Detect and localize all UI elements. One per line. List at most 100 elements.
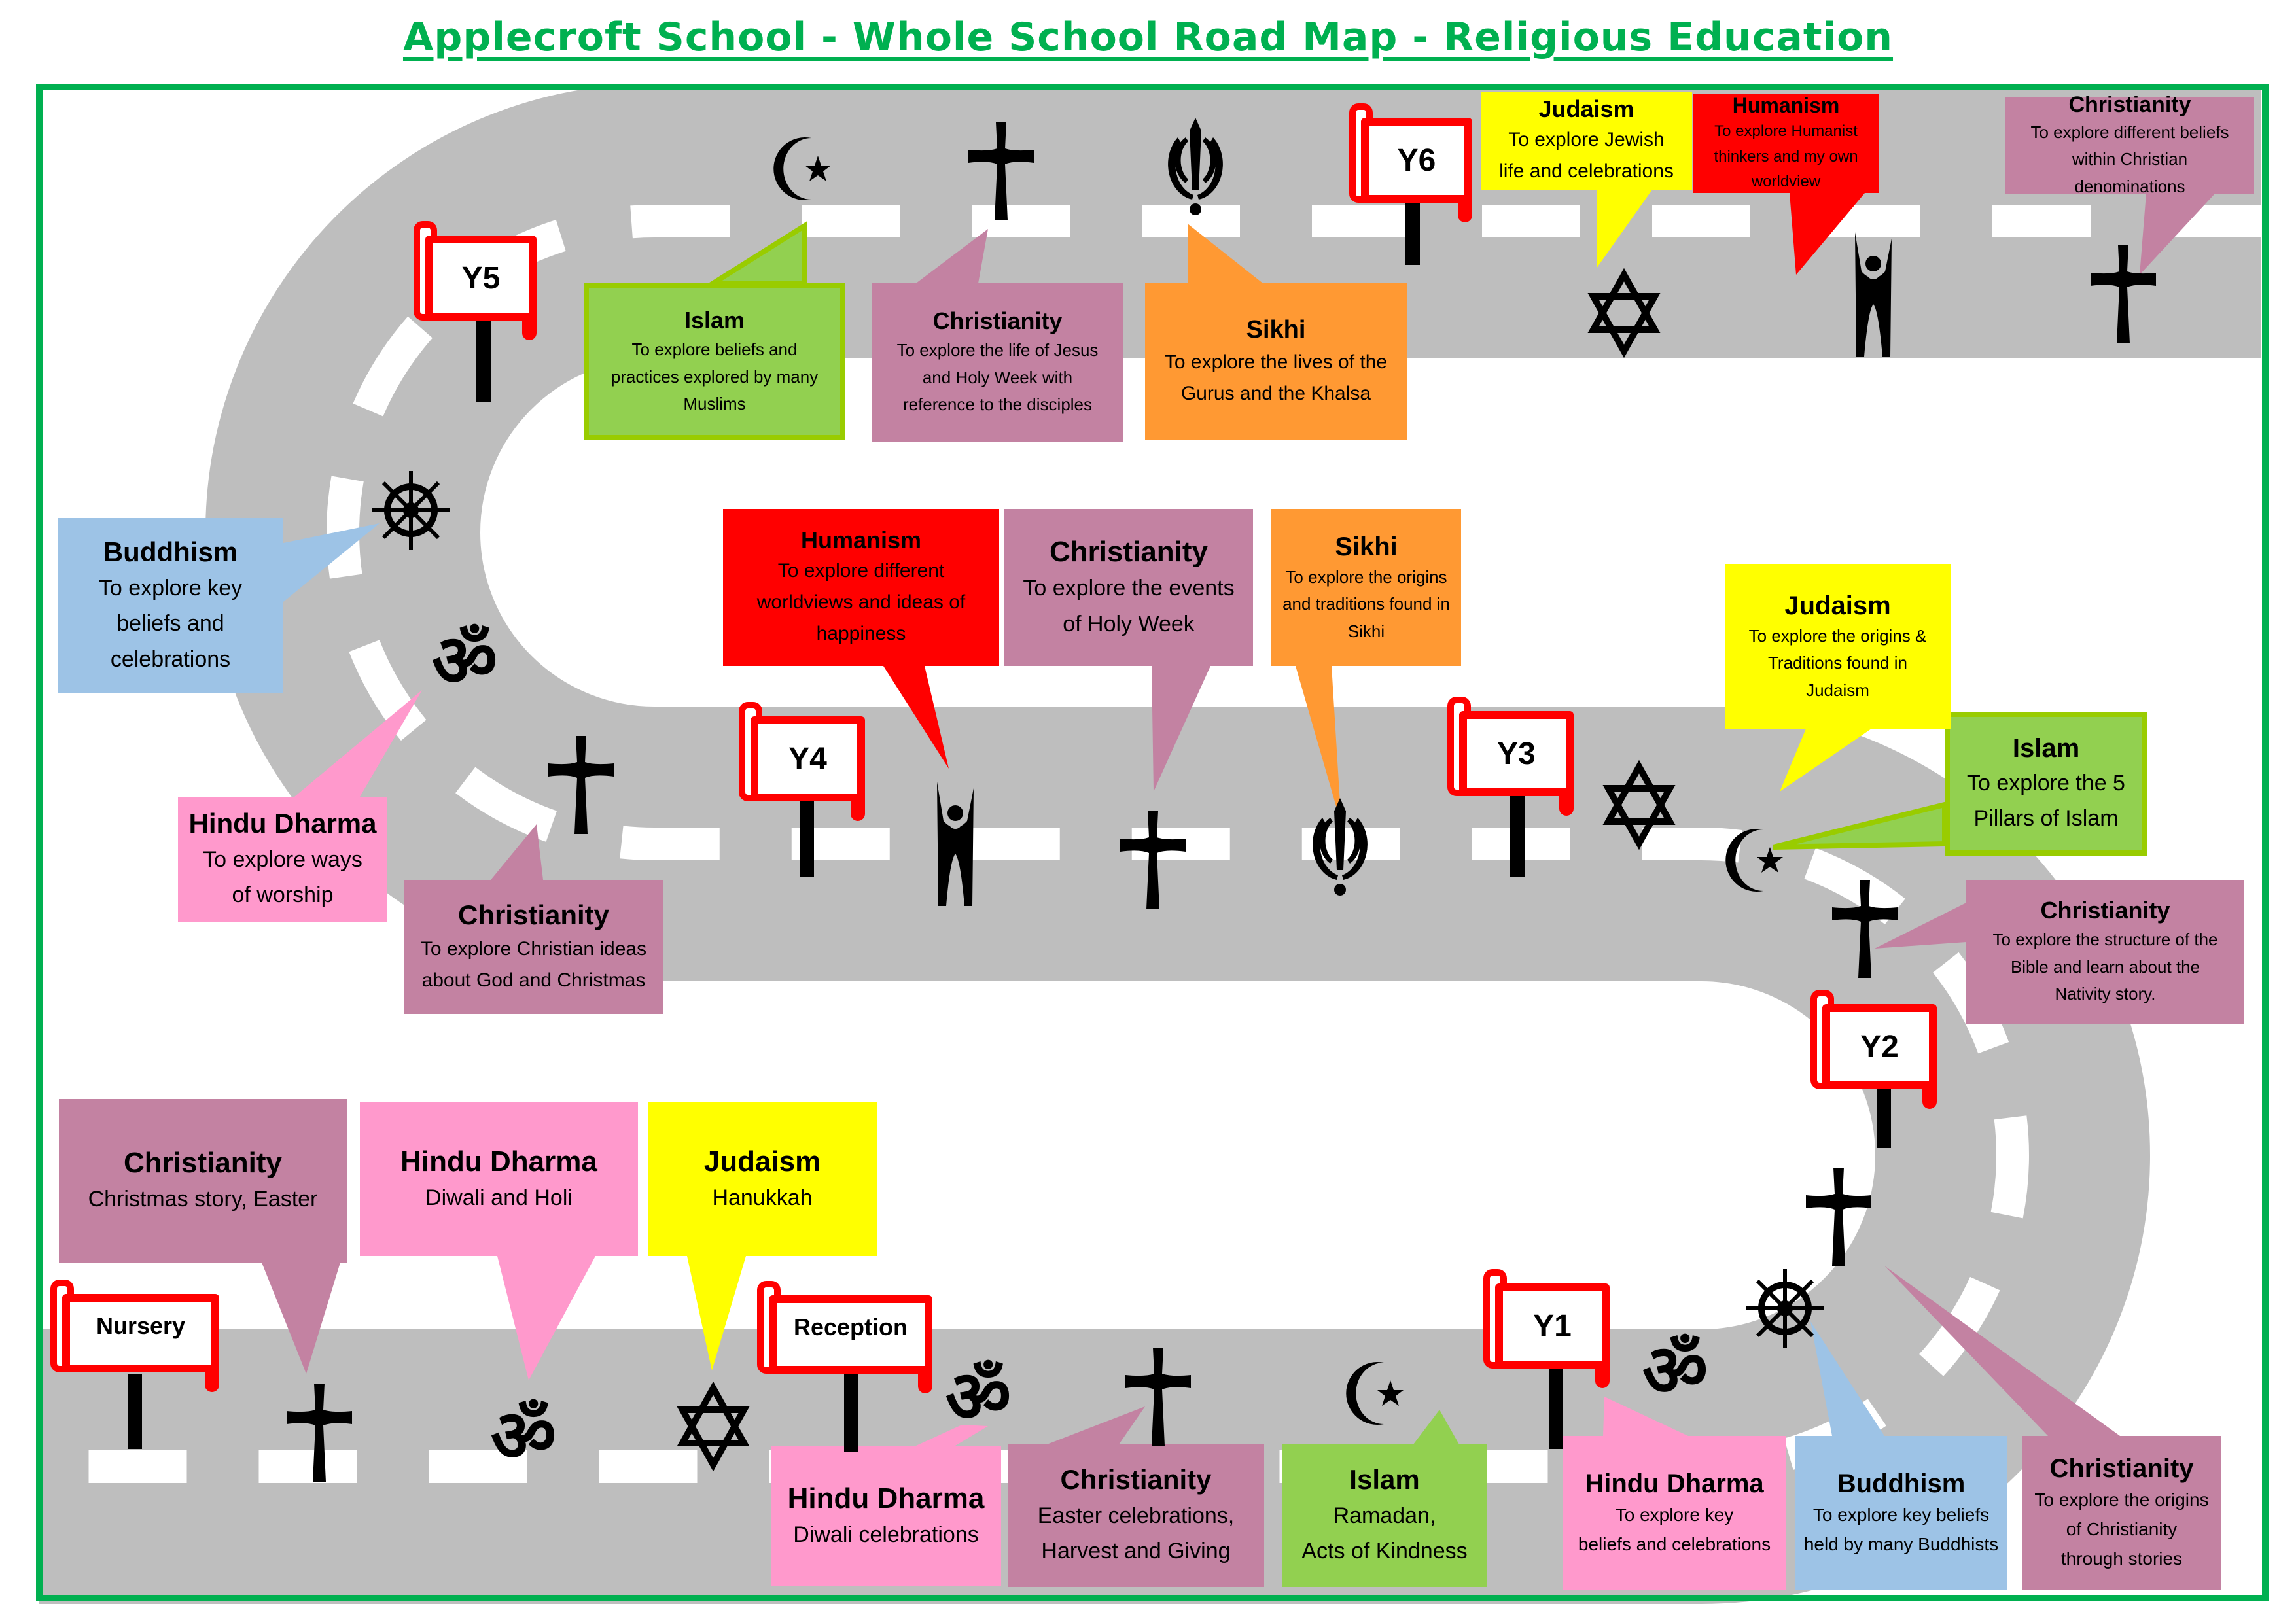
bubble-box: Christianity To explore the life of Jesus…: [872, 283, 1123, 442]
star-of-david-icon: [1575, 247, 1673, 378]
bubble-heading: Humanism: [800, 526, 922, 553]
bubble-heading: Christianity: [2049, 1454, 2194, 1484]
bubble-description-line: Bible and learn about the: [2010, 956, 2200, 977]
bubble-description-line: Ramadan,: [1333, 1503, 1436, 1528]
bubble-description-line: Christmas story, Easter: [88, 1187, 318, 1212]
bubble-description-line: To explore key beliefs: [1812, 1504, 1990, 1525]
bubble-heading: Islam: [684, 307, 745, 334]
bubble-description-line: To explore beliefs and: [631, 340, 798, 359]
bubble-description-line: of worship: [232, 882, 334, 908]
sign-post: [128, 1374, 142, 1449]
bubble-description-line: Gurus and the Khalsa: [1180, 382, 1371, 404]
sign-label: Y4: [788, 741, 827, 777]
bubble-tail-shape: [491, 824, 543, 880]
bubble-description-line: To explore key: [1615, 1504, 1734, 1525]
bubble-description-line: To explore the structure of the: [1992, 930, 2218, 949]
bubble-description-line: To explore the life of Jesus: [896, 340, 1099, 360]
bubble-description-line: life and celebrations: [1499, 160, 1674, 183]
bubble-tail-shape: [687, 1256, 746, 1370]
sign-post: [844, 1374, 858, 1452]
bubble-heading: Sikhi: [1335, 532, 1398, 561]
bubble-heading: Christianity: [932, 307, 1063, 335]
khanda-icon: [1146, 101, 1245, 232]
bubble-description-line: Judaism: [1806, 680, 1869, 700]
happy-human-icon: [906, 778, 1004, 909]
bubble-tail-shape: [1188, 224, 1263, 283]
bubble-tail-shape: [883, 666, 949, 769]
bubble-description-line: held by many Buddhists: [1803, 1533, 1999, 1554]
bubble-description-line: beliefs and: [116, 611, 224, 637]
bubble-description-line: happiness: [816, 623, 906, 645]
sign-label: Y6: [1397, 143, 1436, 178]
om-icon: ॐ: [945, 1355, 1012, 1439]
sign-board: Reception: [769, 1295, 932, 1374]
bubble-heading: Judaism: [703, 1145, 821, 1178]
sign-board: Y5: [425, 236, 537, 321]
bubble-description-line: To explore different beliefs: [2030, 122, 2229, 142]
bubble-description-line: To explore Jewish: [1508, 129, 1665, 151]
bubble-tail-shape: [1152, 666, 1210, 792]
sign-scroll-curl-right: [1559, 790, 1574, 816]
cross-icon: [1790, 1151, 1888, 1282]
bubble-heading: Hindu Dharma: [1585, 1469, 1764, 1498]
bubble-description-line: Easter celebrations,: [1037, 1503, 1235, 1528]
bubble-tail-shape: [294, 690, 422, 797]
bubble-description-line: Diwali and Holi: [425, 1185, 573, 1210]
sign-post: [476, 321, 491, 402]
cross-icon: [270, 1367, 368, 1498]
bubble-description-line: celebrations: [110, 646, 231, 672]
crescent-star-icon: [752, 103, 851, 234]
bubble-tail-shape: [262, 1263, 340, 1374]
sign-board: Y3: [1459, 711, 1574, 796]
bubble-heading: Judaism: [1538, 95, 1634, 122]
bubble-description-line: Nativity story.: [2055, 984, 2156, 1004]
bubble-description-line: beliefs and celebrations: [1578, 1533, 1771, 1554]
bubble-tail-shape: [1790, 193, 1865, 275]
sign-scroll-curl-right: [851, 795, 865, 821]
sign-post: [1510, 796, 1525, 877]
bubble-description-line: and Holy Week with: [922, 367, 1073, 387]
map-frame: [36, 84, 2269, 1601]
sign-scroll-curl-right: [1922, 1083, 1937, 1109]
bubble-heading: Buddhism: [103, 536, 238, 568]
sign-label: Y3: [1497, 736, 1536, 771]
sign-scroll-curl-right: [205, 1366, 219, 1392]
bubble-tail-shape: [283, 523, 380, 602]
bubble-description-line: denominations: [2074, 176, 2185, 196]
cross-icon: [1816, 864, 1914, 994]
crescent-star-icon: [1704, 795, 1803, 926]
sign-scroll-curl-right: [1595, 1362, 1610, 1388]
bubble-heading: Christianity: [1049, 535, 1209, 568]
bubble-description-line: To explore different: [777, 560, 945, 582]
sign-board: Y6: [1361, 118, 1472, 203]
bubble-description-line: Muslims: [683, 394, 746, 414]
cross-icon: [532, 720, 630, 850]
cross-icon: [952, 106, 1050, 237]
dharma-wheel-icon: [362, 445, 460, 576]
bubble-heading: Islam: [2012, 733, 2080, 763]
sign-label: Nursery: [96, 1312, 186, 1339]
bubble-heading: Sikhi: [1246, 316, 1306, 344]
